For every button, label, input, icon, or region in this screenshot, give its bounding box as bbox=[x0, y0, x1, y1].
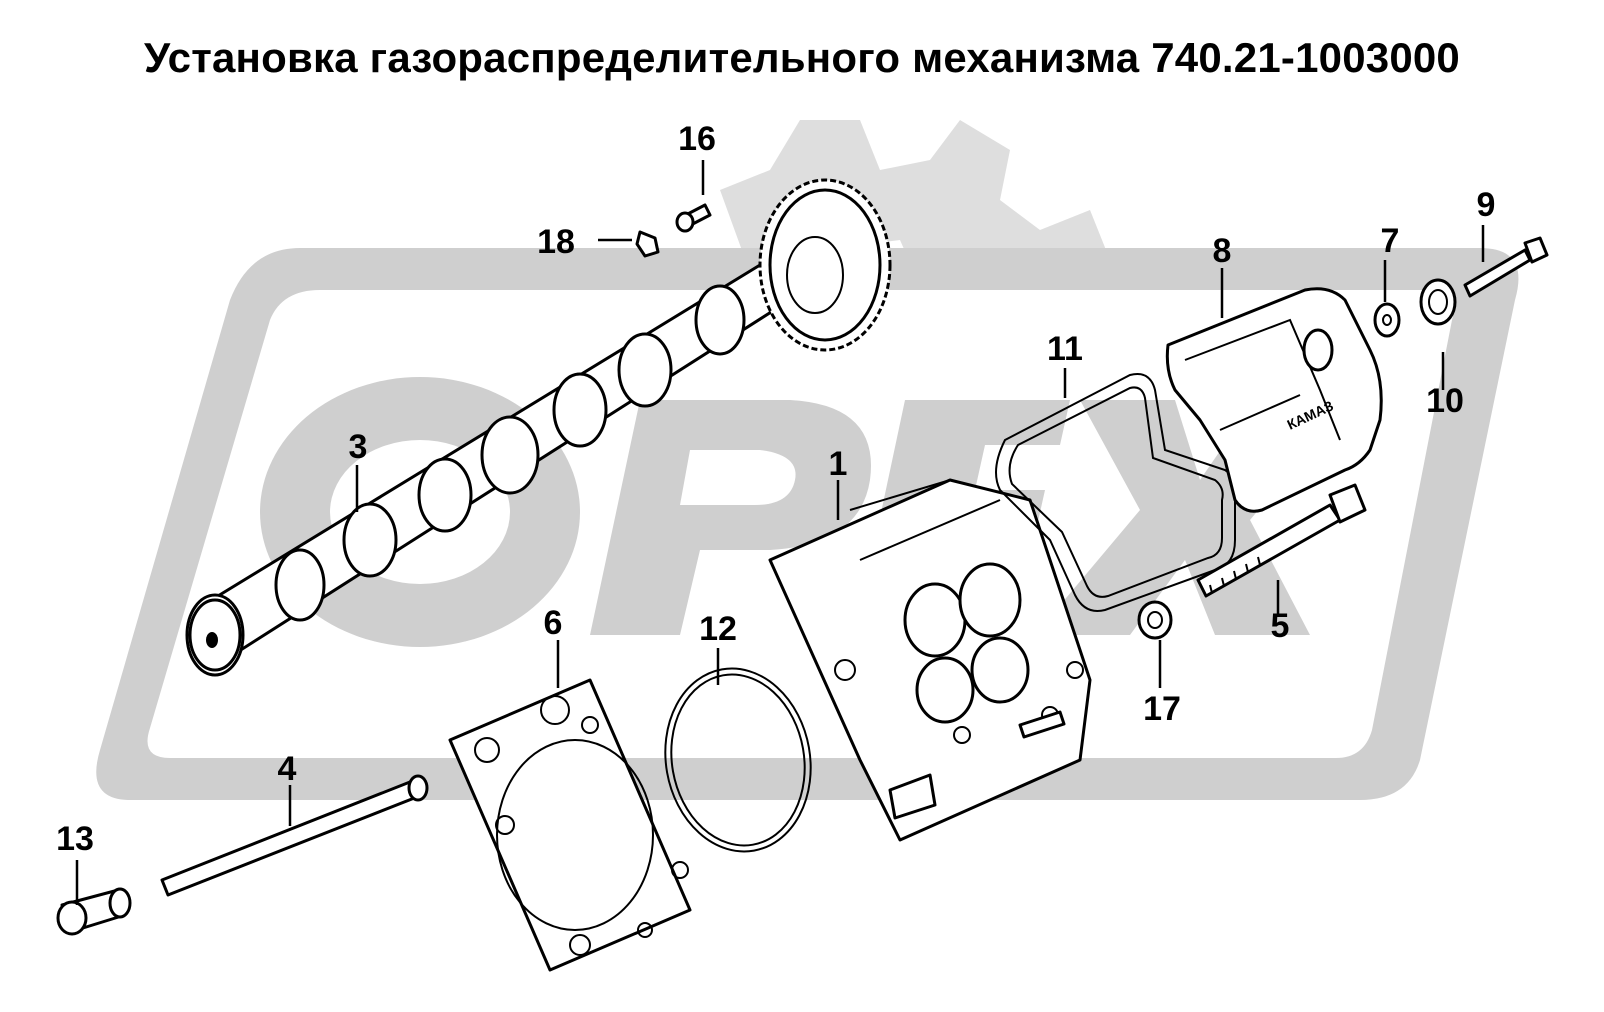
callout-label: 11 bbox=[1047, 330, 1083, 368]
cover-bolt-part bbox=[1463, 236, 1549, 298]
nut-part bbox=[1137, 600, 1173, 640]
callout-label: 3 bbox=[349, 428, 368, 466]
tappet-part bbox=[56, 887, 132, 936]
head-bolt-part bbox=[1196, 483, 1367, 598]
callout-label: 10 bbox=[1426, 382, 1464, 420]
camshaft-part bbox=[185, 178, 892, 677]
callout-label: 18 bbox=[537, 223, 575, 261]
callout-label: 6 bbox=[544, 604, 563, 642]
lock-washer-part bbox=[635, 230, 660, 258]
screw-part bbox=[675, 203, 712, 233]
callout-label: 4 bbox=[278, 750, 297, 788]
callout-label: 13 bbox=[56, 820, 94, 858]
push-rod-part bbox=[160, 774, 429, 897]
callout-label: 12 bbox=[699, 610, 737, 648]
washer-part bbox=[1373, 302, 1401, 338]
cylinder-head-part bbox=[768, 478, 1092, 842]
callout-label: 16 bbox=[678, 120, 716, 158]
callout-label: 8 bbox=[1213, 232, 1232, 270]
o-ring-part bbox=[664, 667, 812, 853]
callout-labels: 1 3 4 5 6 7 8 9 10 11 12 13 16 17 18 bbox=[56, 120, 1495, 858]
head-gasket-part bbox=[448, 678, 692, 972]
callout-label: 7 bbox=[1381, 222, 1400, 260]
callout-label: 17 bbox=[1143, 690, 1181, 728]
valve-cover-part: КАМАЗ bbox=[1165, 287, 1383, 513]
page-title: Установка газораспределительного механиз… bbox=[143, 34, 1460, 81]
leader-lines bbox=[75, 160, 1485, 905]
sealing-washer-part bbox=[1419, 278, 1457, 326]
callout-label: 1 bbox=[829, 445, 848, 483]
cover-gasket-part bbox=[995, 373, 1238, 612]
callout-label: 9 bbox=[1477, 186, 1496, 224]
callout-label: 5 bbox=[1271, 607, 1290, 645]
